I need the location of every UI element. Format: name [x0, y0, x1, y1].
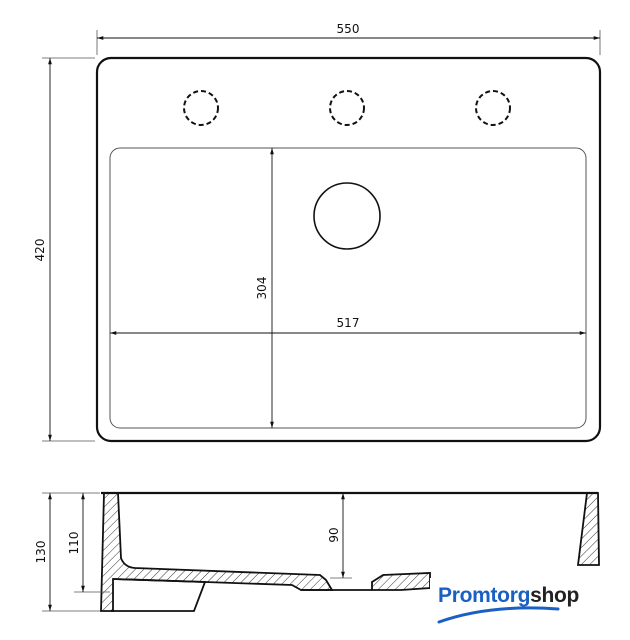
height-dimension-label: 420: [33, 239, 47, 262]
bowl-depth-dimension-label: 304: [255, 277, 269, 300]
right-floor-section: [371, 572, 431, 591]
tap-hole-2: [329, 90, 365, 126]
logo-part2: shop: [530, 584, 580, 607]
logo-swoosh-icon: [437, 606, 560, 624]
top-view: 550 420 304 517: [33, 22, 602, 443]
logo-part1: Promtorg: [438, 584, 531, 607]
total-height-dimension-label: 130: [34, 541, 48, 564]
tap-hole-1: [183, 90, 219, 126]
inner-height-dimension-label: 110: [67, 532, 81, 555]
side-view: 130 110 90: [34, 491, 600, 612]
left-wall-section: [100, 492, 334, 612]
sink-outline: [95, 56, 602, 443]
tap-hole-3: [475, 90, 511, 126]
drain-step: [111, 578, 207, 612]
bowl-width-dimension-label: 517: [337, 316, 360, 330]
bowl-outline: [109, 147, 587, 429]
drain-hole: [313, 182, 381, 250]
width-dimension-label: 550: [337, 22, 360, 36]
promtorgshop-logo: Promtorgshop: [430, 578, 630, 640]
right-wall-section: [576, 492, 600, 566]
bowl-depth-side-dimension-label: 90: [327, 527, 341, 542]
